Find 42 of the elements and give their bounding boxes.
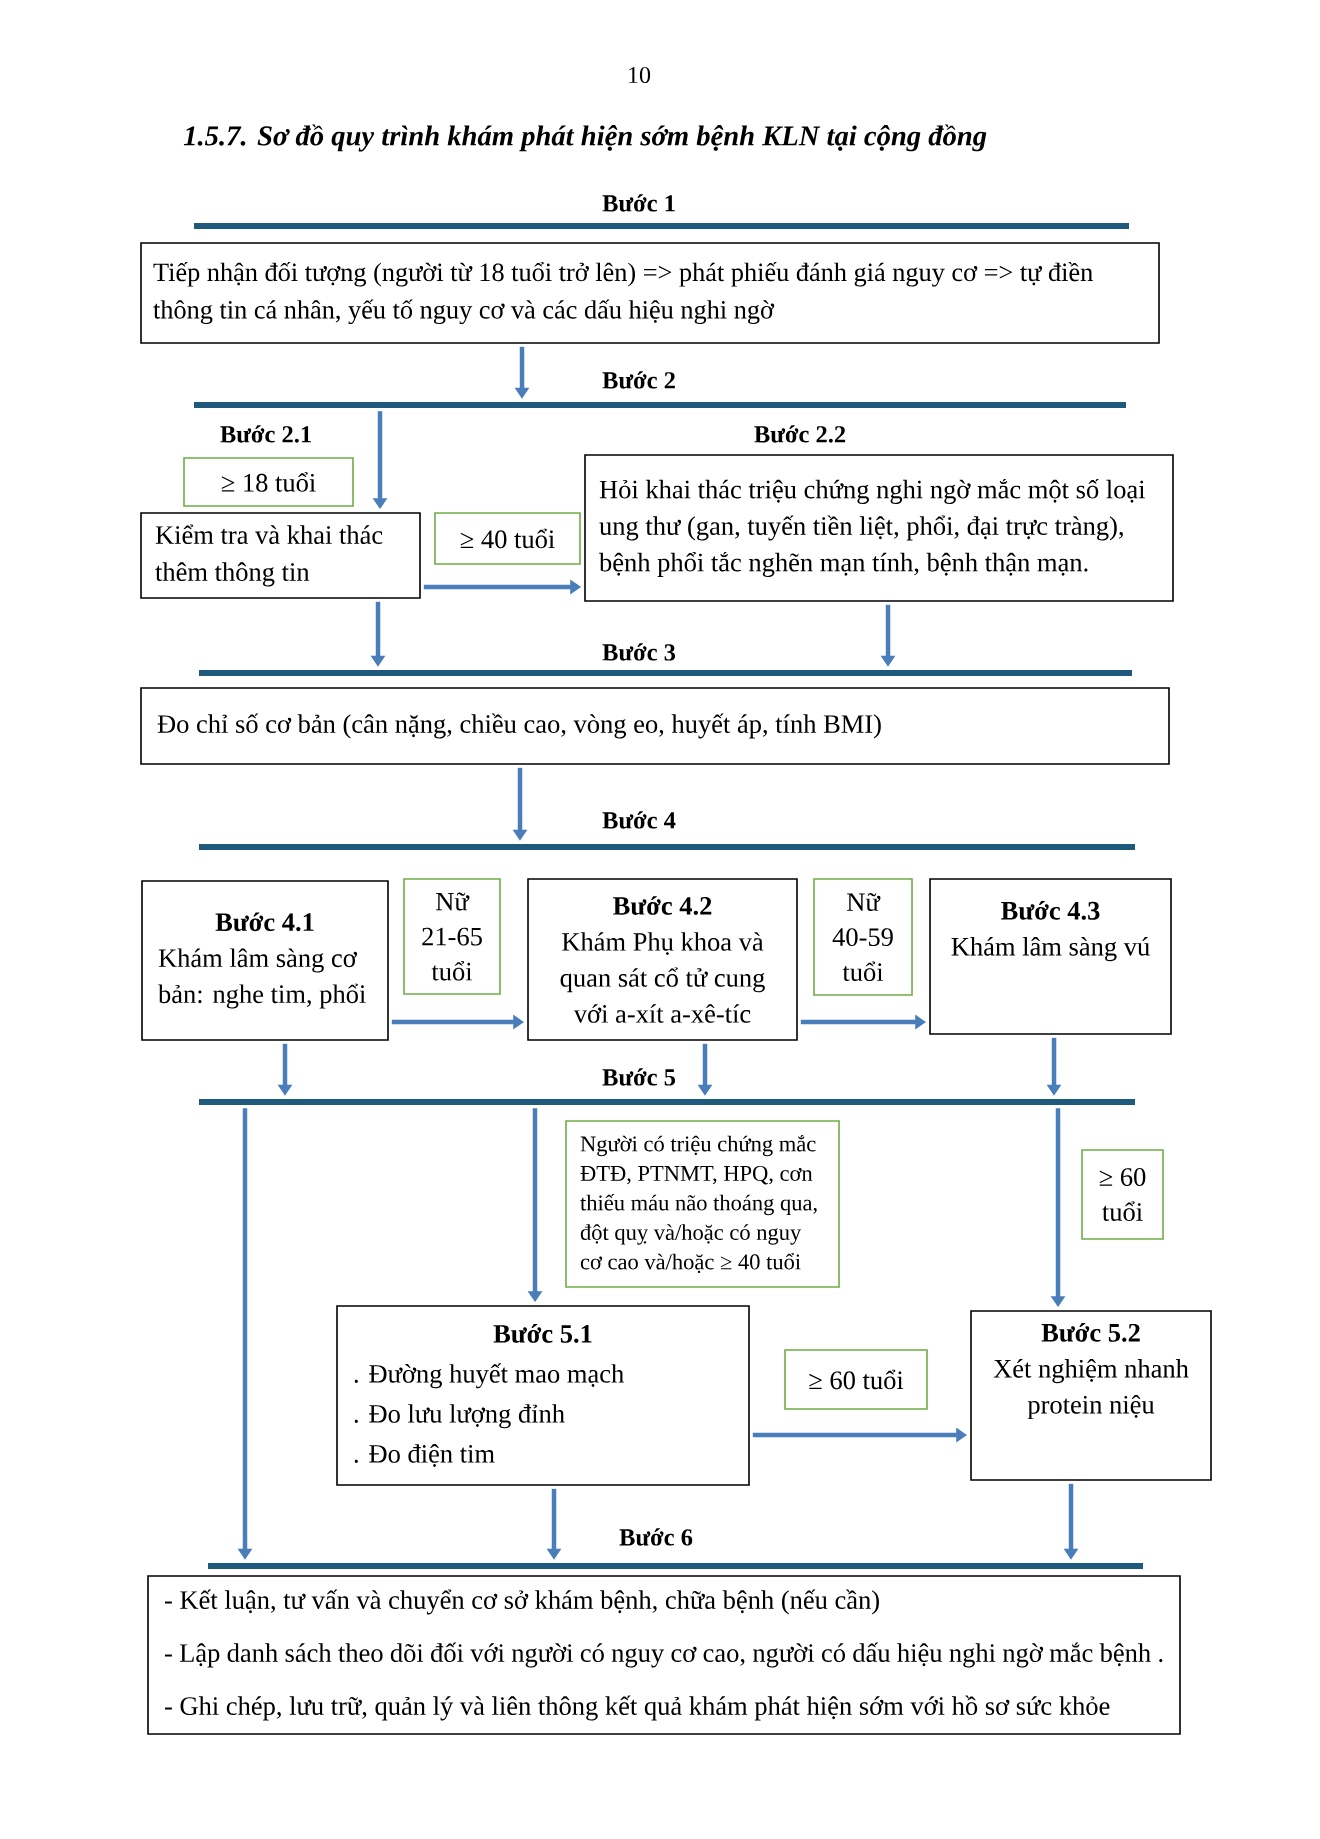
process-box	[970, 1310, 1212, 1481]
page-number: 10	[629, 66, 651, 84]
process-box: Đo chỉ số cơ bản (cân nặng, chiều cao, vòng eo, huyết áp, tính BMI)	[140, 687, 1170, 765]
list-item: - Ghi chép, lưu trữ, quản lý và liên thông kết quả khám phát hiện sớm với hồ sơ sức khỏe	[165, 1695, 1110, 1721]
process-box: Kiểm tra và khai thác thêm thông tin	[140, 512, 421, 599]
step-title: Bước 4.3	[1001, 901, 1100, 920]
box-text: Xét nghiệm nhanh protein niệu	[993, 1359, 1189, 1420]
box-text: Khám lâm sàng cơ bản: nghe tim, phổi	[158, 948, 366, 1009]
step-title: Bước 5.1	[493, 1324, 592, 1343]
process-box: Tiếp nhận đối tượng (người từ 18 tuổi trở lên) => phát phiếu đánh giá nguy cơ => tự điền thông tin cá nhân, yếu tố nguy cơ và các dấu hiệu nghi ngờ	[140, 242, 1160, 344]
step-title: Bước 4.1	[215, 912, 314, 932]
condition-box: Người có triệu chứng mắc ĐTĐ, PTNMT, HPQ, cơn thiếu máu não thoáng qua, đột quỵ và/hoặc có nguy cơ cao và/hoặc ≥ 40 tuổi	[565, 1120, 840, 1288]
process-box	[929, 878, 1172, 1035]
step-heading: Bước 2.1	[220, 425, 311, 443]
step-title: Bước 4.2	[613, 896, 712, 915]
condition-box: ≥ 40 tuổi	[434, 512, 581, 565]
process-box	[336, 1305, 750, 1486]
step-title: Bước 2.2	[754, 425, 846, 443]
process-box	[141, 880, 389, 1041]
list-item: . Đo điện tim	[354, 1444, 495, 1467]
title: 1.5.7. Sơ đồ quy trình khám phát hiện sớm bệnh KLN tại cộng đồng	[183, 124, 987, 152]
step-heading: Bước 5	[602, 1068, 676, 1086]
list-item: - Lập danh sách theo dõi đối với người có nguy cơ cao, người có dấu hiệu nghi ngờ mắc bệnh .	[165, 1642, 1163, 1668]
list-item: - Kết luận, tư vấn và chuyển cơ sở khám bệnh, chữa bệnh (nếu cần)	[165, 1589, 879, 1615]
condition-box: ≥ 18 tuổi	[183, 457, 354, 507]
box-text: Khám Phụ khoa và quan sát cổ tử cung với a-xít a-xê-tíc	[560, 932, 765, 1023]
box-text: Hỏi khai thác triệu chứng nghi ngờ mắc một số loại ung thư (gan, tuyến tiền liệt, phổi, đại trực tràng), bệnh phổi tắc nghẽn mạn tính, bệnh thận mạn.	[599, 479, 1146, 577]
condition-box: Nữ 21-65 tuổi	[403, 878, 501, 995]
process-box	[527, 878, 798, 1041]
process-box	[147, 1575, 1181, 1735]
condition-box: ≥ 60 tuổi	[784, 1349, 928, 1410]
step-heading: Bước 2	[602, 371, 675, 389]
box-text: Khám lâm sàng vú	[951, 937, 1150, 962]
list-item: . Đường huyết mao mạch	[354, 1363, 624, 1389]
condition-box: ≥ 60 tuổi	[1081, 1149, 1164, 1240]
step-heading: Bước 3	[602, 643, 676, 661]
step-title: Bước 5.2	[1041, 1323, 1140, 1342]
list-item: . Đo lưu lượng đỉnh	[354, 1404, 565, 1429]
condition-box: Nữ 40-59 tuổi	[813, 878, 913, 996]
step-heading: Bước 4	[602, 811, 676, 829]
step-heading: Bước 1	[602, 194, 675, 212]
step-heading: Bước 6	[619, 1528, 693, 1546]
